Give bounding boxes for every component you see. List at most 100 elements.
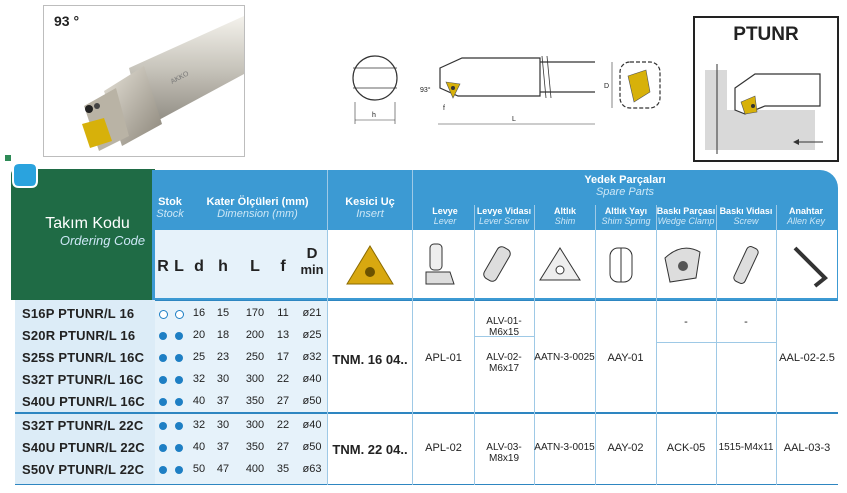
dim-L-cell: 400	[245, 463, 265, 475]
spring-cell-g2: AAY-02	[607, 442, 644, 454]
dim-D-cell: ø32	[302, 351, 322, 363]
dim-f-cell: 11	[277, 307, 289, 319]
dim-h-cell: 37	[216, 395, 230, 407]
dim-angle: 93°	[420, 86, 431, 94]
dim-h-cell: 30	[216, 419, 230, 431]
dim-D-cell: ø63	[302, 463, 322, 475]
lever-screw-cell-g2: ALV-03-M8x19	[486, 442, 522, 464]
stock-r-indicator	[159, 398, 167, 406]
ordering-code-cell: S50V PTUNR/L 22C	[22, 462, 145, 477]
stock-l-indicator	[175, 354, 183, 362]
ordering-code-cell: S16P PTUNR/L 16	[22, 306, 135, 321]
dim-f-cell: 13	[276, 329, 290, 341]
ordering-code-sub: Ordering Code	[59, 233, 146, 248]
lever-icon	[425, 243, 455, 285]
stock-r-indicator	[159, 466, 167, 474]
dim-L-cell: 350	[245, 395, 265, 407]
dim-f-cell: 27	[276, 395, 290, 407]
dim-h-cell: 15	[216, 307, 230, 319]
wedge-cell-g2: ACK-05	[666, 442, 706, 454]
dim-d-cell: 20	[192, 329, 206, 341]
dimension-label: Kater Ölçüleri (mm)Dimension (mm)	[206, 196, 309, 220]
dim-h-cell: 30	[216, 373, 230, 385]
stock-r-indicator	[159, 310, 168, 319]
dim-D: D	[604, 83, 609, 90]
dim-d-cell: 50	[192, 463, 206, 475]
lever-cell-g2: APL-02	[425, 442, 462, 454]
col-R: R	[157, 258, 169, 275]
dim-L-cell: 200	[245, 329, 265, 341]
ordering-code-cell: S32T PTUNR/L 22C	[22, 418, 144, 433]
dim-d-cell: 32	[192, 373, 206, 385]
dim-d-cell: 16	[192, 307, 206, 319]
col-f: f	[280, 258, 286, 275]
ptunr-diagram	[705, 64, 823, 154]
stock-r-indicator	[159, 422, 167, 430]
key-cell-g1: AAL-02-2.5	[779, 352, 835, 364]
stock-r-indicator	[159, 444, 167, 452]
col-h: h	[218, 258, 228, 275]
shim-spring-icon	[609, 247, 633, 283]
key-cell-g2: AAL-03-3	[783, 442, 831, 454]
col-Lcol: L	[250, 258, 260, 275]
insert-cell-g1: TNM. 16 04..	[332, 352, 408, 367]
dim-d-cell: 40	[192, 395, 206, 407]
angle-label: 93 °	[54, 13, 80, 29]
insert-cell-g2: TNM. 22 04..	[332, 442, 408, 457]
technical-drawing: h L 93° f D	[352, 55, 661, 125]
stock-l-indicator	[175, 332, 183, 340]
stock-l-indicator	[175, 444, 183, 452]
dim-D-cell: ø50	[302, 395, 322, 407]
dim-D-cell: ø25	[302, 329, 322, 341]
stock-l-indicator	[175, 376, 183, 384]
dim-L-cell: 170	[245, 307, 265, 319]
col-L: L	[174, 258, 184, 275]
dim-f-cell: 22	[276, 419, 290, 431]
dim-D-cell: ø50	[302, 441, 322, 453]
shim-icon	[539, 247, 581, 281]
stock-l-indicator	[175, 466, 183, 474]
lever-cell-g1: APL-01	[425, 352, 462, 364]
ordering-code-cell: S20R PTUNR/L 16	[22, 328, 136, 343]
dim-D-cell: ø40	[302, 419, 322, 431]
dimension-letter-area	[155, 230, 327, 298]
shim-cell-g2: AATN-3-0015	[534, 442, 595, 453]
ptunr-diagram-box: PTUNR	[693, 16, 839, 162]
dim-d-cell: 40	[192, 441, 206, 453]
tool-photo: AKKO 93 °	[43, 5, 245, 157]
ordering-code-cell: S40U PTUNR/L 22C	[22, 440, 145, 455]
stock-l-indicator	[175, 310, 184, 319]
lever-screw-cell-g1a: ALV-01-M6x15	[486, 316, 522, 338]
dim-h-cell: 23	[216, 351, 230, 363]
dim-D-cell: ø40	[302, 373, 322, 385]
ordering-code-cell: S40U PTUNR/L 16C	[22, 394, 145, 409]
dim-f: f	[443, 105, 445, 112]
dim-D-cell: ø21	[302, 307, 322, 319]
dim-d-cell: 32	[192, 419, 206, 431]
ordering-code-label: Takım Kodu	[45, 215, 130, 232]
screw-cell-g2: 1515-M4x11	[718, 442, 774, 453]
ordering-code-cell: S32T PTUNR/L 16C	[22, 372, 144, 387]
dim-h: h	[372, 112, 376, 119]
dim-h-cell: 18	[216, 329, 230, 341]
dim-d-cell: 25	[192, 351, 206, 363]
lever-screw-icon	[483, 246, 511, 282]
spare-part-icons	[425, 243, 828, 288]
dim-L-cell: 350	[245, 441, 265, 453]
dim-f-cell: 27	[276, 441, 290, 453]
dim-h-cell: 47	[216, 463, 230, 475]
stock-r-indicator	[159, 354, 167, 362]
dim-f-cell: 22	[276, 373, 290, 385]
dim-L-cell: 300	[245, 373, 265, 385]
tool-photo-image: AKKO	[82, 16, 244, 151]
stock-r-indicator	[159, 376, 167, 384]
dim-L: L	[512, 116, 516, 123]
